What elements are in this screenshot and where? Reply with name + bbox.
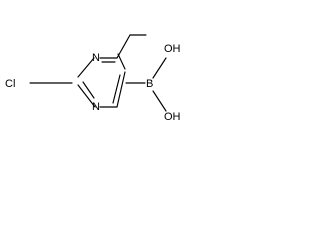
chemical-structure: N N Cl B OH OH	[5, 34, 181, 123]
hydroxyl-label-top: OH	[164, 43, 181, 55]
nitrogen-label-top: N	[92, 52, 100, 64]
bond-c4-to-ethyl-ch2	[116, 34, 131, 59]
bond-n-top-to-c2	[77, 57, 95, 78]
bond-c5-to-c6	[116, 71, 126, 108]
double-bond-left-inner	[82, 81, 95, 99]
bond-boron-to-oh-top	[152, 57, 167, 79]
structure-canvas: N N Cl B OH OH	[0, 0, 211, 150]
nitrogen-label-bottom: N	[92, 101, 100, 113]
bond-boron-to-oh-bottom	[152, 90, 167, 112]
chlorine-label: Cl	[5, 78, 15, 90]
double-bond-right-inner	[112, 74, 121, 104]
bond-n-bottom-to-c2	[77, 84, 96, 108]
boron-label: B	[146, 78, 153, 90]
bond-c4-to-c5	[117, 53, 126, 70]
hydroxyl-label-bottom: OH	[164, 111, 181, 123]
